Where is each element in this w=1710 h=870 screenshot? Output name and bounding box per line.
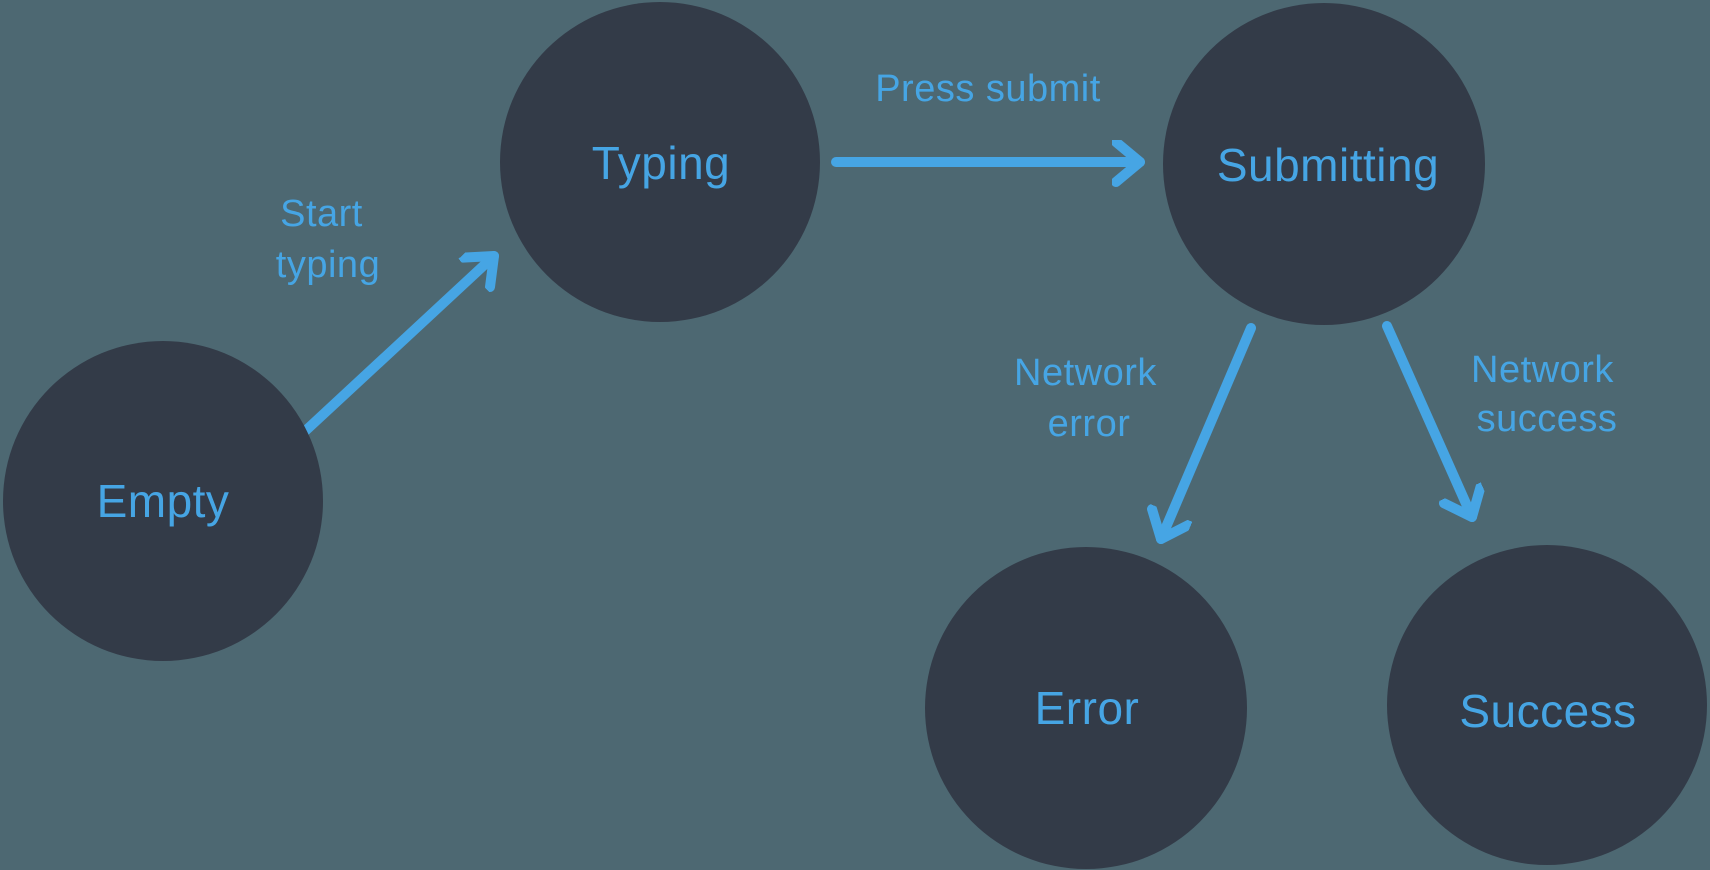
node-success-label: Success [1459,685,1636,737]
node-submitting [1163,3,1485,325]
node-empty [3,341,323,661]
edge-label-line: success [1477,398,1618,440]
node-error [925,547,1247,869]
edge-label-line: Press submit [875,68,1101,110]
node-error-label: Error [1035,682,1140,734]
edge-label-line: Start [280,193,363,235]
edge-labels: Start typing Press submit Network error … [276,68,1625,445]
edge-start-typing-arrow [297,251,499,439]
node-empty-label: Empty [97,475,230,527]
node-typing-label: Typing [592,137,731,189]
edge-network-error-arrow [1161,323,1256,544]
node-submitting-label: Submitting [1217,139,1439,191]
edge-label-line: error [1048,403,1131,445]
edge-press-submit-label: Press submit [875,68,1101,110]
edge-network-error-label: Network error [1014,352,1168,445]
node-typing [500,2,820,322]
node-success [1387,545,1707,865]
nodes: Empty Typing Submitting Error Success [3,2,1707,869]
edge-label-line: Network [1014,352,1157,394]
edges [297,162,1472,544]
edge-label-line: typing [276,244,380,286]
edge-network-success-label: Network success [1471,349,1625,440]
edge-label-line: Network [1471,349,1614,391]
edge-network-success-arrow [1382,321,1472,522]
edge-start-typing-label: Start typing [276,193,380,286]
